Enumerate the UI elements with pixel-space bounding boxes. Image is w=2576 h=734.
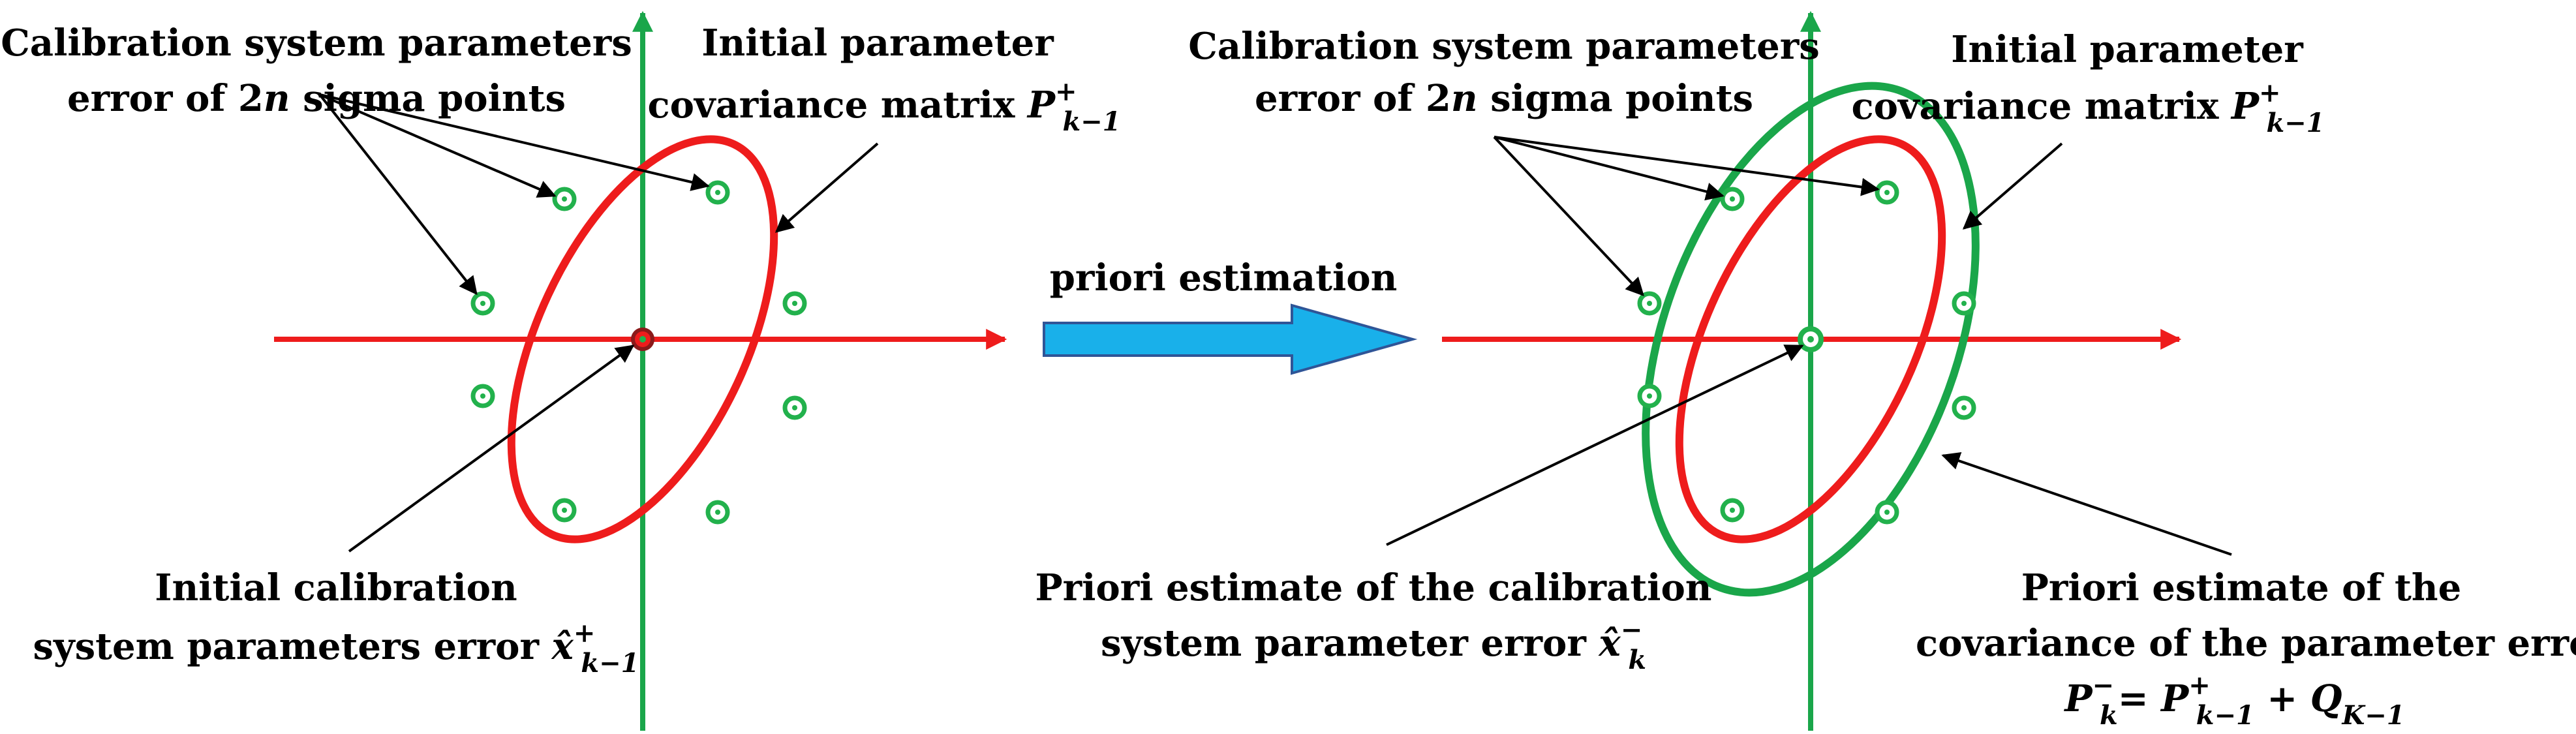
left-panel: Calibration system parameters error of 2… [1, 10, 1121, 731]
sigma-point [782, 291, 807, 316]
right-cov-label-line2: covariance matrix P+k−1 [1851, 78, 2324, 138]
right-sigma-label-line1: Calibration system parameters [1188, 25, 1820, 68]
right-cov-label-line1: Initial parameter [1951, 28, 2304, 71]
sigma-point [705, 500, 730, 525]
right-prior-cov-label-line1: Priori estimate of the [2021, 566, 2462, 609]
priori-estimation-arrow [1043, 303, 1418, 375]
left-sigma-label-line2: error of 2n sigma points [67, 77, 566, 120]
priori-estimation-label: priori estimation [1050, 256, 1398, 299]
left-cov-label-line1: Initial parameter [701, 22, 1054, 65]
right-callout-arrows [1386, 136, 2232, 556]
sigma-point [470, 291, 495, 316]
left-sigma-points [470, 180, 807, 525]
priori-estimation-arrow-group: priori estimation [1043, 256, 1418, 375]
left-mean-label-line2: system parameters error x̂+k−1 [33, 618, 639, 679]
sigma-point [1720, 187, 1745, 211]
sigma-point [782, 395, 807, 420]
right-sigma-label-line2: error of 2n sigma points [1255, 77, 1753, 120]
sigma-point [705, 180, 730, 205]
sigma-point [552, 498, 577, 523]
sigma-point [470, 384, 495, 408]
left-cov-label-line2: covariance matrix P+k−1 [647, 76, 1120, 137]
right-panel: Calibration system parameters error of 2… [1035, 10, 2576, 731]
sigma-point [1952, 395, 1976, 420]
sigma-point [1875, 180, 1899, 205]
right-prior-cov-label-line2: covariance of the parameter error [1916, 622, 2576, 665]
left-initial-covariance-ellipse [507, 135, 778, 543]
right-prior-covariance-ellipse [1642, 82, 1980, 597]
right-prior-cov-equation: P−k= P+k−1 + QK−1 [2063, 670, 2404, 731]
right-mean-point [1798, 326, 1824, 352]
right-mean-label-line2: system parameter error x̂−k [1101, 615, 1646, 675]
right-initial-covariance-ellipse [1675, 135, 1946, 543]
right-sigma-points [1637, 180, 1976, 525]
sigma-point [1952, 291, 1976, 316]
left-callout-arrows [318, 93, 879, 553]
sigma-point [1875, 500, 1899, 525]
left-mean-point [631, 328, 654, 351]
left-mean-label-line1: Initial calibration [155, 566, 517, 609]
sigma-point [1637, 384, 1662, 408]
right-mean-label-line1: Priori estimate of the calibration [1035, 566, 1711, 609]
sigma-point [1637, 291, 1662, 316]
sigma-point [1720, 498, 1745, 523]
sigma-point [552, 187, 577, 211]
left-sigma-label-line1: Calibration system parameters [1, 22, 632, 65]
